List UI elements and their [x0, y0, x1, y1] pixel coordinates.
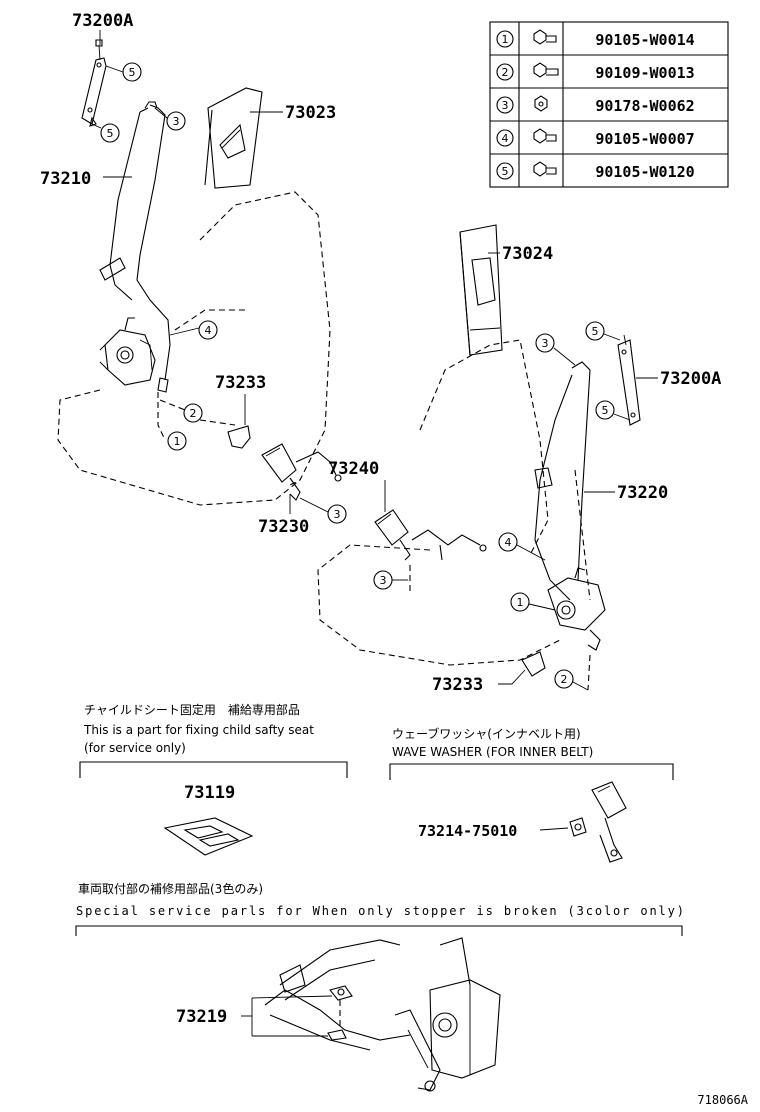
- bolt-icon: [533, 29, 557, 45]
- part-label-73219: 73219: [176, 1007, 227, 1027]
- svg-text:3: 3: [380, 574, 387, 587]
- stopper-assembly-detail: [264, 937, 501, 1092]
- buckle-73240: [374, 509, 487, 595]
- legend-index: 5: [502, 165, 509, 178]
- part-label-73119: 73119: [184, 783, 235, 803]
- svg-text:4: 4: [505, 536, 512, 549]
- part-label-73023: 73023: [285, 103, 336, 123]
- left-seat-belt: [99, 101, 171, 381]
- legend-index: 4: [502, 132, 509, 145]
- legend-part-number: 90178-W0062: [595, 97, 694, 115]
- svg-text:1: 1: [174, 435, 181, 448]
- wave-washer-73214: [569, 817, 587, 837]
- part-label-73024: 73024: [502, 244, 553, 264]
- svg-text:4: 4: [205, 324, 212, 337]
- right-retractor: [547, 567, 606, 651]
- right-seat-outline: [317, 339, 591, 666]
- part-label-73240: 73240: [328, 459, 379, 479]
- svg-text:2: 2: [561, 673, 568, 686]
- legend-table: 1 90105-W0014 2 90109-W0013 3 90178-W006: [489, 21, 729, 188]
- legend-part-number: 90105-W0120: [595, 163, 694, 181]
- figure-code: 718066A: [697, 1093, 748, 1107]
- right-stopper-cover-73233: [521, 651, 546, 677]
- part-label-73200a-right: 73200A: [660, 369, 721, 389]
- left-upper-trim-73023: [204, 87, 263, 189]
- child-seat-anchor-plate-73119: [163, 817, 254, 856]
- note-special-jp: 車両取付部の補修用部品(3色のみ): [78, 881, 263, 896]
- left-seat-outline: [57, 191, 331, 506]
- right-center-trim-73024: [459, 224, 503, 356]
- buckle-73230: [261, 443, 342, 501]
- legend-index: 1: [502, 33, 509, 46]
- legend-index: 3: [502, 99, 509, 112]
- svg-text:5: 5: [602, 404, 609, 417]
- legend-part-number: 90105-W0014: [595, 31, 694, 49]
- part-label-73233-right: 73233: [432, 675, 483, 695]
- note-wave-washer-en: WAVE WASHER (FOR INNER BELT): [392, 745, 593, 759]
- legend-row: 4 90105-W0007: [496, 128, 695, 148]
- svg-text:5: 5: [592, 325, 599, 338]
- legend-row: 2 90109-W0013: [496, 62, 695, 82]
- svg-text:3: 3: [173, 115, 180, 128]
- legend-index: 2: [502, 66, 509, 79]
- right-seat-belt: [534, 361, 591, 601]
- note-child-seat-en-2: (for service only): [84, 741, 186, 755]
- note-child-seat-jp: チャイルドシート固定用 補給専用部品: [84, 702, 300, 717]
- note-special-en: Special service parls for When only stop…: [76, 904, 684, 918]
- svg-text:5: 5: [129, 66, 136, 79]
- inner-belt-buckle: [591, 781, 627, 863]
- svg-text:3: 3: [334, 508, 341, 521]
- right-height-adjuster: [617, 334, 641, 426]
- svg-text:5: 5: [107, 127, 114, 140]
- legend-part-number: 90109-W0013: [595, 64, 694, 82]
- note-child-seat-en: This is a part for fixing child safty se…: [83, 723, 314, 737]
- nut-icon: [534, 95, 548, 112]
- bolt-icon: [533, 62, 559, 78]
- legend-row: 5 90105-W0120: [496, 161, 695, 181]
- legend-part-number: 90105-W0007: [595, 130, 694, 148]
- part-label-73210: 73210: [40, 169, 91, 189]
- part-label-73200a-left: 73200A: [72, 11, 133, 31]
- svg-text:1: 1: [517, 596, 524, 609]
- left-stopper-cover-73233: [227, 425, 251, 449]
- left-height-adjuster: [81, 39, 107, 127]
- legend-row: 1 90105-W0014: [496, 29, 695, 49]
- part-label-73220: 73220: [617, 483, 668, 503]
- part-label-73233-left: 73233: [215, 373, 266, 393]
- bolt-icon: [533, 128, 557, 144]
- part-label-73230: 73230: [258, 517, 309, 537]
- left-retractor: [99, 317, 169, 393]
- svg-text:2: 2: [190, 407, 197, 420]
- part-label-73214-75010: 73214-75010: [418, 822, 517, 840]
- bolt-icon: [533, 161, 557, 177]
- svg-text:3: 3: [542, 337, 549, 350]
- legend-row: 3 90178-W0062: [496, 95, 695, 115]
- note-wave-washer-jp: ウェーブワッシャ(インナベルト用): [392, 726, 581, 741]
